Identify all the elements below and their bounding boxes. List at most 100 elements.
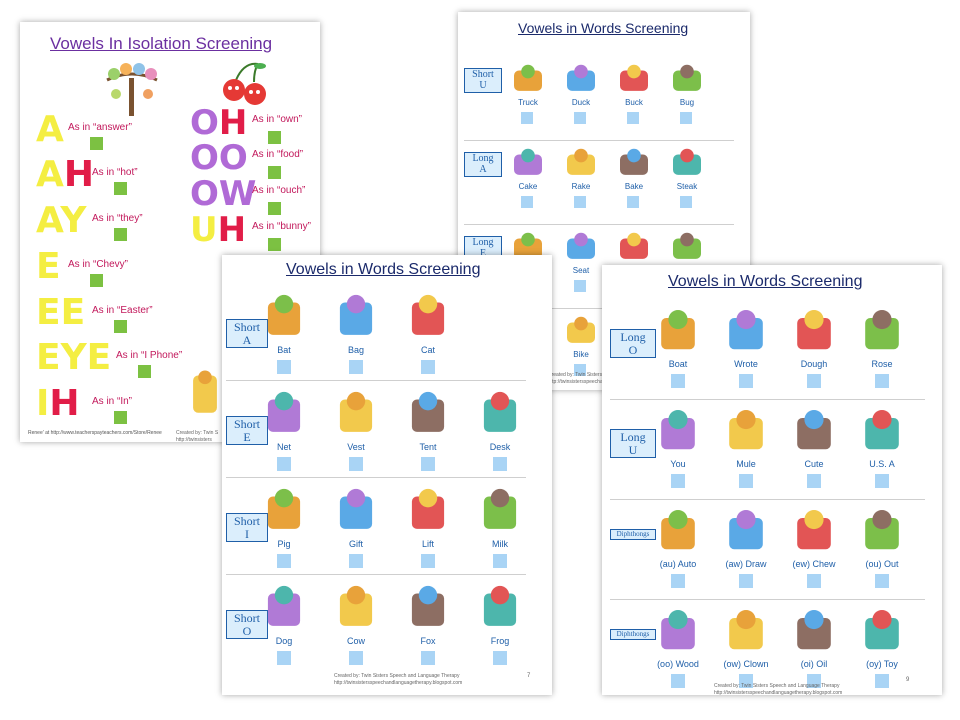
word-check-box[interactable] — [671, 674, 685, 688]
word-picture-icon — [483, 488, 517, 529]
word-check-box[interactable] — [807, 374, 821, 388]
check-box[interactable] — [114, 228, 127, 241]
word-label: Cake — [518, 182, 538, 191]
section-label-line: O — [242, 623, 252, 638]
word-check-box[interactable] — [349, 360, 363, 374]
check-box[interactable] — [90, 274, 103, 287]
word-picture-icon — [514, 64, 542, 91]
check-box[interactable] — [268, 202, 281, 215]
check-box[interactable] — [90, 137, 103, 150]
word-check-box[interactable] — [421, 651, 435, 665]
section-divider — [464, 308, 734, 309]
section-divider — [610, 599, 925, 600]
word-check-box[interactable] — [574, 196, 586, 208]
check-box[interactable] — [114, 411, 127, 424]
word-check-box[interactable] — [739, 574, 753, 588]
vowel-letters: EE — [36, 295, 85, 331]
word-check-box[interactable] — [739, 474, 753, 488]
page3-title: Vowels in Words Screening — [286, 261, 481, 278]
word-check-box[interactable] — [627, 112, 639, 124]
section-label: Diphthongs — [610, 629, 656, 641]
word-check-box[interactable] — [421, 360, 435, 374]
as-in-label: As in “Easter” — [92, 305, 153, 316]
vowel-letters: EYE — [36, 340, 111, 376]
word-label: (aw) Draw — [725, 559, 767, 569]
word-check-box[interactable] — [807, 574, 821, 588]
word-label: Bike — [573, 350, 589, 359]
word-check-box[interactable] — [349, 457, 363, 471]
word-check-box[interactable] — [574, 112, 586, 124]
word-picture-icon — [339, 488, 373, 529]
check-box[interactable] — [114, 320, 127, 333]
word-check-box[interactable] — [493, 457, 507, 471]
check-box[interactable] — [114, 182, 127, 195]
word-picture-icon — [865, 509, 899, 550]
owl-tree-icon — [106, 63, 158, 116]
word-check-box[interactable] — [521, 112, 533, 124]
word-check-box[interactable] — [739, 374, 753, 388]
word-check-box[interactable] — [875, 374, 889, 388]
word-check-box[interactable] — [277, 457, 291, 471]
word-picture-icon — [865, 609, 899, 650]
word-label: Bat — [277, 345, 291, 355]
word-picture-icon — [514, 148, 542, 175]
word-check-box[interactable] — [349, 651, 363, 665]
cherries-icon — [223, 62, 266, 105]
section-label-line: Long — [472, 153, 494, 164]
word-check-box[interactable] — [671, 474, 685, 488]
section-divider — [226, 380, 526, 381]
vowel-letter: H — [217, 210, 247, 250]
word-picture-icon — [267, 585, 301, 626]
word-label: Desk — [489, 442, 511, 452]
section-label-line: Long — [472, 237, 494, 248]
word-check-box[interactable] — [277, 360, 291, 374]
word-label: Rose — [871, 359, 893, 369]
word-check-box[interactable] — [627, 196, 639, 208]
word-check-box[interactable] — [277, 651, 291, 665]
vowel-letters: AY — [36, 203, 87, 239]
word-check-box[interactable] — [277, 554, 291, 568]
word-check-box[interactable] — [739, 674, 753, 688]
word-label: Net — [276, 442, 291, 452]
word-check-box[interactable] — [671, 574, 685, 588]
vowel-letter: O — [190, 103, 219, 143]
word-check-box[interactable] — [875, 674, 889, 688]
vowel-letters: UH — [190, 213, 246, 247]
word-check-box[interactable] — [493, 651, 507, 665]
word-picture-icon — [661, 309, 695, 350]
word-picture-icon — [483, 391, 517, 432]
as-in-label: As in “I Phone” — [116, 350, 183, 361]
word-picture-icon — [797, 309, 831, 350]
word-label: Milk — [492, 539, 508, 549]
check-box[interactable] — [138, 365, 151, 378]
word-check-box[interactable] — [807, 674, 821, 688]
check-box[interactable] — [268, 238, 281, 251]
word-label: Tent — [419, 442, 437, 452]
word-check-box[interactable] — [875, 574, 889, 588]
word-label: Vest — [347, 442, 365, 452]
word-picture-icon — [620, 64, 648, 91]
word-picture-icon — [729, 609, 763, 650]
word-check-box[interactable] — [493, 554, 507, 568]
word-check-box[interactable] — [421, 554, 435, 568]
check-box[interactable] — [268, 166, 281, 179]
word-check-box[interactable] — [680, 112, 692, 124]
isolation-credit-short: Created by: Twin S http://twinsisters — [176, 430, 219, 442]
word-check-box[interactable] — [574, 364, 586, 376]
word-check-box[interactable] — [574, 280, 586, 292]
check-box[interactable] — [268, 131, 281, 144]
vowel-letters: OW — [190, 177, 256, 211]
vowel-letter: I — [36, 383, 50, 424]
word-check-box[interactable] — [807, 474, 821, 488]
word-check-box[interactable] — [875, 474, 889, 488]
word-check-box[interactable] — [680, 196, 692, 208]
word-check-box[interactable] — [671, 374, 685, 388]
as-in-label: As in “answer” — [68, 122, 132, 133]
word-check-box[interactable] — [521, 196, 533, 208]
word-check-box[interactable] — [349, 554, 363, 568]
word-check-box[interactable] — [421, 457, 435, 471]
word-picture-icon — [797, 509, 831, 550]
